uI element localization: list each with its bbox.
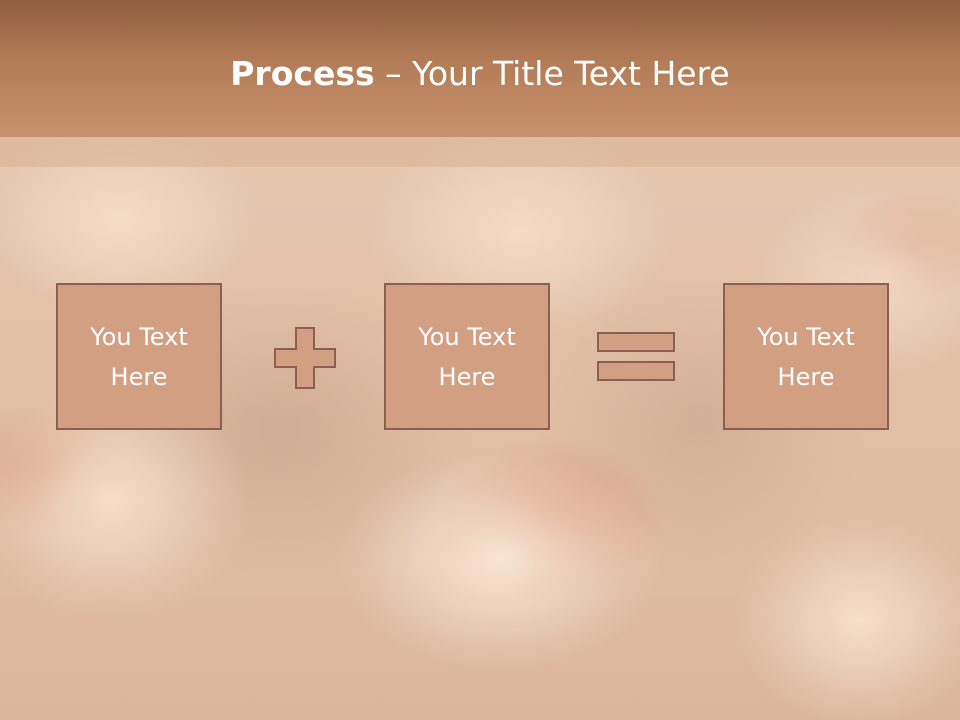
slide-title[interactable]: Process – Your Title Text Here <box>0 50 960 98</box>
title-rest: – Your Title Text Here <box>374 54 730 93</box>
title-bar <box>0 0 960 137</box>
process-box-1-text: You Text Here <box>90 322 188 391</box>
process-box-3-text: You Text Here <box>757 322 855 391</box>
title-bar-fade <box>0 137 960 167</box>
process-box-3[interactable]: You Text Here <box>723 283 889 430</box>
process-box-2[interactable]: You Text Here <box>384 283 550 430</box>
plus-icon <box>274 327 336 389</box>
equals-icon <box>597 332 675 381</box>
process-box-2-text: You Text Here <box>418 322 516 391</box>
title-bold: Process <box>230 54 375 93</box>
process-box-1[interactable]: You Text Here <box>56 283 222 430</box>
